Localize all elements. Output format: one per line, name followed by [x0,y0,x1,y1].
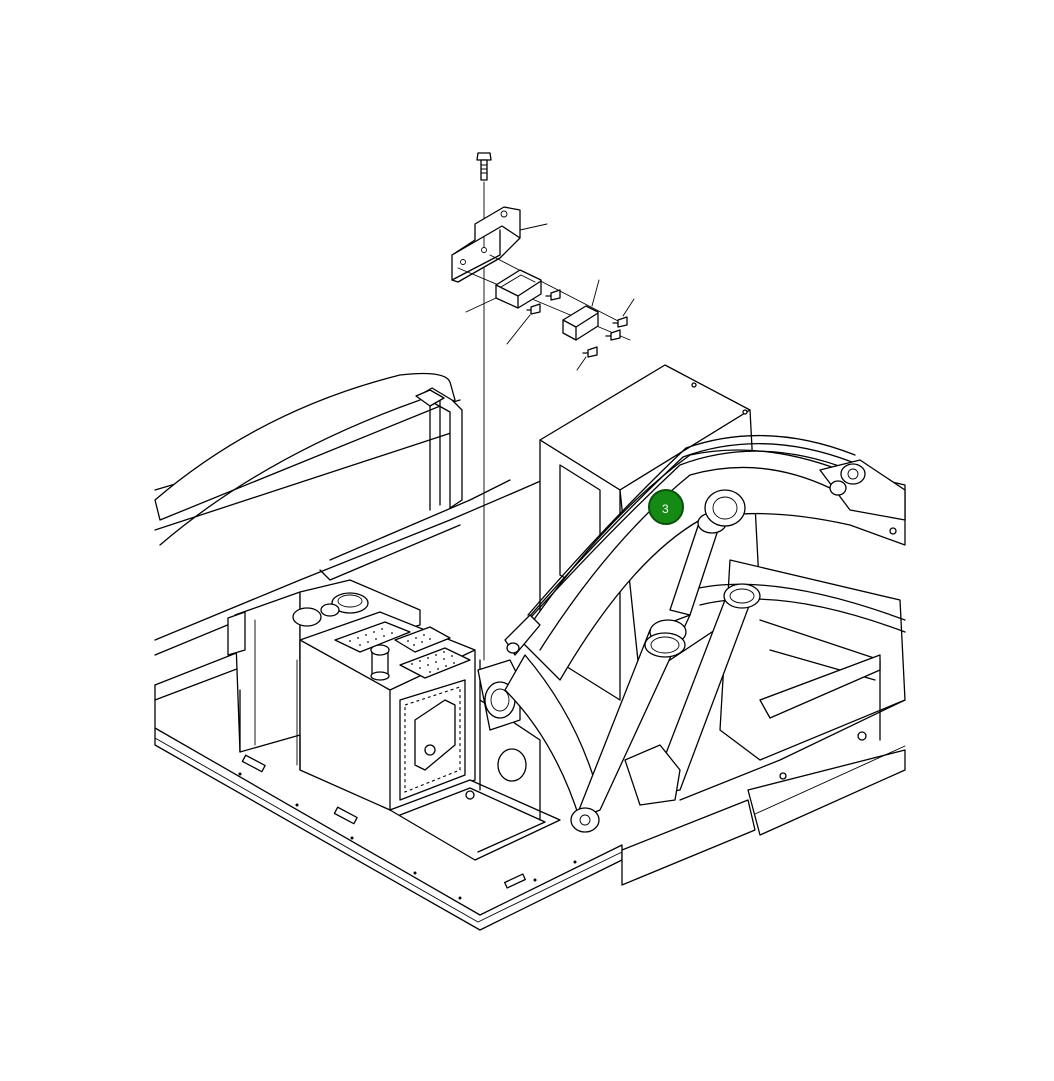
filter-post [370,644,390,681]
perforated-panel [334,621,471,679]
leader-line [519,223,548,231]
leader-line [506,314,531,345]
bolt [476,152,492,181]
pin-boss [704,489,746,527]
callout-marker [648,489,684,525]
mounting-bracket [451,206,548,283]
boom-cylinder-right [624,583,761,806]
screw [545,289,561,301]
hydraulic-tank [227,579,476,811]
slot [241,754,266,773]
pin-boss [840,463,866,485]
boom-cylinder-left [570,489,746,833]
bracket-assembly [451,152,635,661]
tank-cap [292,607,322,627]
leader-line [576,356,587,371]
screw [612,298,635,328]
callout-3: 3 [648,489,684,525]
leader-line [465,297,497,313]
screw [576,346,598,371]
spacer-block [562,279,600,341]
base-frame [154,399,906,931]
leader-line [622,298,635,317]
screw [605,329,621,341]
screw [506,303,541,345]
pin-boss [570,807,600,833]
inspection-door [399,679,466,801]
slot [333,806,358,825]
leader-line [591,279,600,307]
tank-cap [331,592,369,614]
callout-label: 3 [662,502,669,516]
rivet-holes [238,772,577,900]
slot [504,873,526,889]
spacer-block [465,269,542,313]
